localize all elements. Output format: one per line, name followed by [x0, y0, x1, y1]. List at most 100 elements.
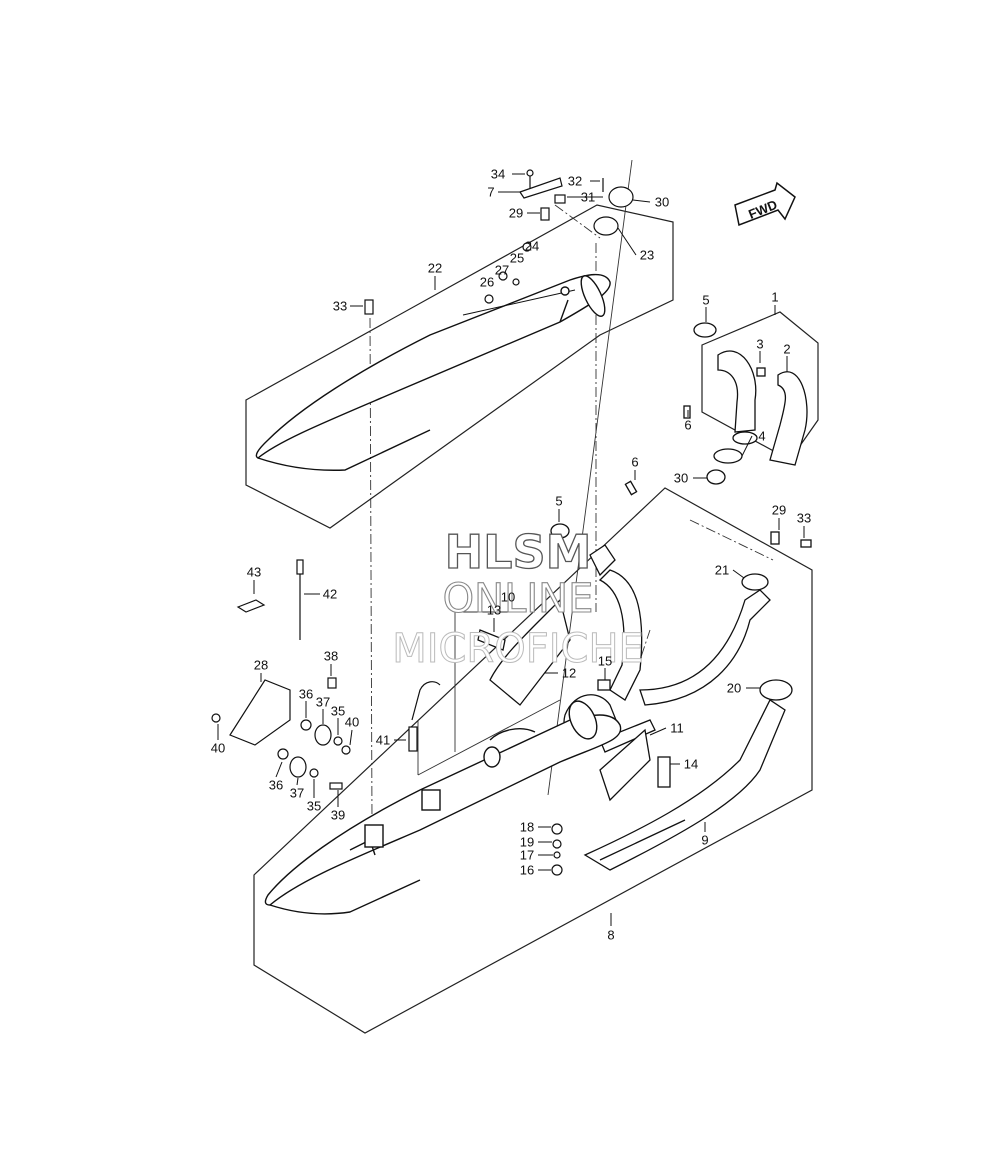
callout-20: 20: [727, 681, 741, 696]
callout-23: 23: [640, 248, 654, 263]
clamp-4-icon: [713, 448, 743, 464]
frame-rear-muffler-assy: [245, 204, 674, 529]
group-right-shield: [583, 679, 793, 871]
group-frames: [245, 204, 819, 1034]
collar-36a-icon: [300, 719, 312, 731]
bolt-16-icon: [551, 864, 563, 876]
cover-11-icon: [599, 728, 651, 802]
callout-9: 9: [701, 833, 708, 848]
clamp-23-icon: [593, 216, 619, 236]
exhaust-pipe-1-icon: [717, 350, 757, 433]
cover-2-icon: [769, 371, 808, 466]
cushion-37b-icon: [289, 756, 307, 778]
bolt-33b-icon: [800, 539, 812, 548]
strap-42-head: [296, 559, 304, 575]
callout-11: 11: [670, 721, 684, 736]
cushion-29b-icon: [770, 531, 780, 545]
clamp-21-icon: [741, 573, 769, 591]
callout-24: 24: [525, 239, 539, 254]
bolt-6a-icon: [683, 405, 691, 419]
callout-26: 26: [480, 275, 494, 290]
callout-27: 27: [495, 263, 509, 278]
rear-muffler-icon: [255, 273, 611, 471]
callout-18: 18: [520, 820, 534, 835]
nut-40a-icon: [211, 713, 221, 723]
washer-35b-icon: [309, 768, 319, 778]
sensor-41-icon: [408, 726, 418, 752]
callout-22: 22: [428, 261, 442, 276]
callout-2: 2: [783, 342, 790, 357]
front-muffler-icon: [264, 700, 622, 915]
callout-39: 39: [331, 808, 345, 823]
callout-28: 28: [254, 658, 268, 673]
mount-rubber-icon: [364, 824, 384, 848]
leader-c11: [649, 727, 667, 736]
gasket-5a-icon: [693, 322, 717, 338]
spacer-27-icon: [498, 271, 508, 281]
bracket-28-icon: [229, 679, 291, 746]
nut-18-icon: [551, 823, 563, 835]
group-bracket-assy: [211, 677, 351, 790]
bolt-39-icon: [329, 782, 343, 790]
mount-rubber-2-icon: [421, 789, 441, 811]
leader-c37b: [296, 777, 299, 786]
sensor-41-cable: [411, 681, 441, 721]
callout-5: 5: [555, 494, 562, 509]
label-43-icon: [236, 599, 266, 613]
callout-38: 38: [324, 649, 338, 664]
callout-10: 10: [501, 590, 515, 605]
callout-17: 17: [520, 848, 534, 863]
callout-40: 40: [345, 715, 359, 730]
watermark-line-1: HLSM: [445, 525, 592, 579]
leader-c23: [617, 227, 637, 256]
pipe-10-icon: [598, 569, 643, 701]
bracket-7-icon: [519, 177, 563, 199]
leader-c40a: [349, 729, 353, 746]
callout-43: 43: [247, 565, 261, 580]
callout-14: 14: [684, 757, 698, 772]
watermark-line-2: ONLINE: [443, 576, 594, 622]
group-front-pipe-parts: [550, 322, 812, 591]
pad-14-icon: [657, 756, 671, 788]
callout-12: 12: [562, 666, 576, 681]
nut-26-icon: [484, 294, 494, 304]
callout-1: 1: [771, 290, 778, 305]
callout-8: 8: [607, 928, 614, 943]
callout-30: 30: [655, 195, 669, 210]
group-top-small-parts: [364, 169, 634, 315]
callout-3: 3: [756, 337, 763, 352]
gasket-30b-icon: [706, 469, 726, 485]
clamp-20-icon: [759, 679, 793, 701]
callout-33: 33: [333, 299, 347, 314]
nut-40b-icon: [341, 745, 351, 755]
guide-line-clamp: [689, 519, 774, 561]
leader-c36b: [275, 761, 283, 778]
pipe-21-joint-icon: [639, 589, 771, 706]
bolt-6b-icon: [624, 480, 638, 496]
callout-4: 4: [758, 429, 765, 444]
bolt-34-icon: [526, 169, 534, 177]
bolt-24-icon: [522, 242, 532, 252]
callout-7: 7: [487, 185, 494, 200]
callout-15: 15: [598, 654, 612, 669]
callout-19: 19: [520, 835, 534, 850]
leader-c30a: [632, 199, 651, 203]
callout-36: 36: [299, 687, 313, 702]
callout-29: 29: [772, 503, 786, 518]
watermark: HLSM ONLINE MICROFICHE: [392, 524, 645, 672]
bracket-11-icon: [599, 719, 656, 753]
washer-17-icon: [553, 851, 561, 859]
collar-36b-icon: [277, 748, 289, 760]
callout-32: 32: [568, 174, 582, 189]
washer-35a-icon: [333, 736, 343, 746]
callout-16: 16: [520, 863, 534, 878]
shield-9-rib: [599, 819, 686, 861]
callout-37: 37: [290, 786, 304, 801]
group-center-pipes: [477, 544, 771, 802]
callout-35: 35: [307, 799, 321, 814]
callout-40: 40: [211, 741, 225, 756]
callout-6: 6: [684, 418, 691, 433]
callout-42: 42: [323, 587, 337, 602]
